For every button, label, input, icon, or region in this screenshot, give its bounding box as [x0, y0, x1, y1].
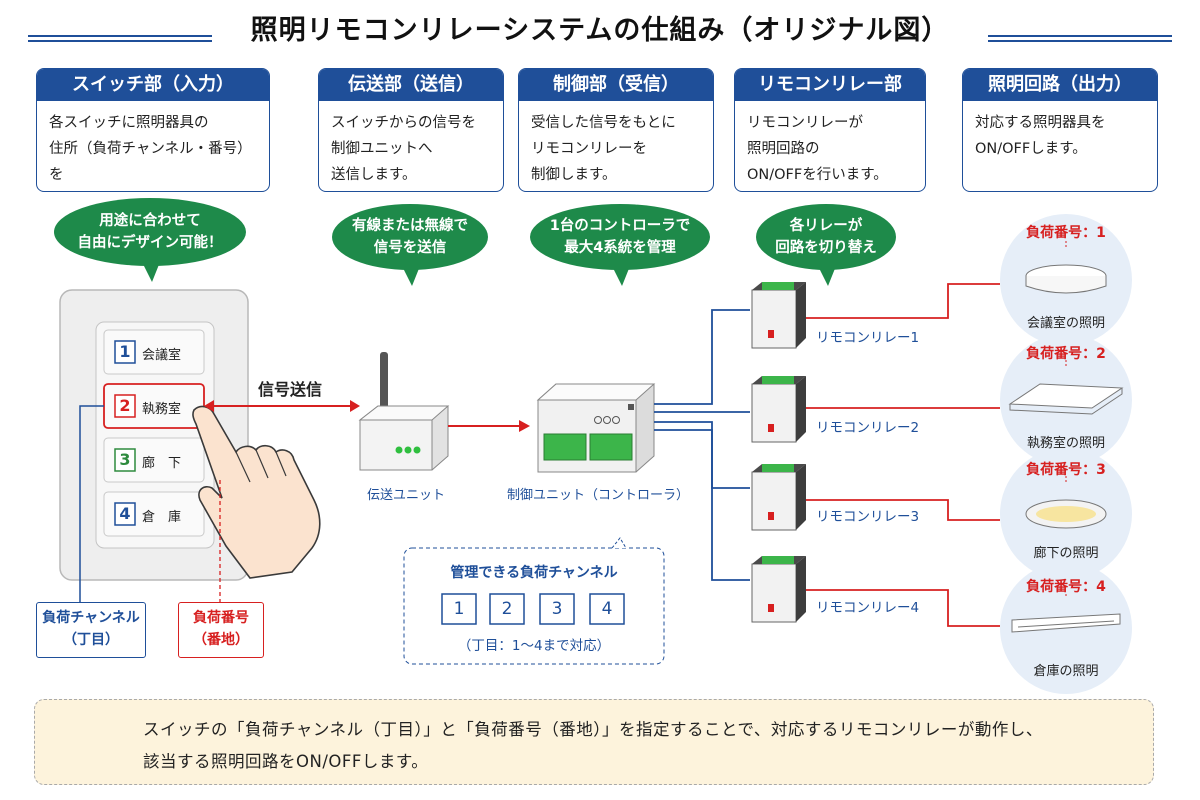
switch-3-number: 3 — [119, 450, 131, 469]
bubble-control-text: 1台のコントローラで 最大4系統を管理 — [549, 218, 691, 256]
load-4-number: 負荷番号：4 — [1026, 579, 1106, 595]
stage-control-header: 制御部（受信） — [519, 69, 713, 101]
switch-1-label[interactable]: 会議室 — [142, 348, 182, 363]
stage-relay-body: リモコンリレーが 照明回路の ON/OFFを行います。 — [747, 115, 888, 183]
stage-switch-body: 各スイッチに照明器具の 住所（負荷チャンネル・番号）を 設定します。 — [49, 115, 252, 183]
relay-wiring — [654, 309, 750, 581]
bubble-design-text: 用途に合わせて 自由にデザイン可能！ — [77, 213, 223, 251]
relay-1-label: リモコンリレー1 — [816, 330, 920, 346]
channel-item-3: 3 — [551, 599, 563, 619]
controller-unit — [536, 383, 656, 473]
channel-box-title: 管理できる負荷チャンネル — [450, 565, 618, 581]
load-3-number: 負荷番号：3 — [1026, 462, 1106, 478]
lamp-3-name: 廊下の照明 — [1033, 546, 1099, 561]
channel-box-frame — [403, 537, 665, 665]
channel-item-2: 2 — [501, 599, 513, 619]
lamp-3-icon — [1000, 448, 1132, 580]
stage-output-header: 照明回路（出力） — [963, 69, 1157, 101]
stage-relay: リモコンリレー部 リモコンリレーが 照明回路の ON/OFFを行います。 — [734, 68, 926, 192]
hand-icon — [192, 405, 321, 579]
lamp-4-name: 倉庫の照明 — [1033, 664, 1099, 679]
load-number-callout: 負荷番号 （番地） — [178, 602, 264, 658]
stage-transmit-body: スイッチからの信号を 制御ユニットへ 送信します。 — [331, 115, 476, 183]
bubble-relay-text: 各リレーが 回路を切り替え — [775, 218, 877, 256]
bubble-shape-1 — [54, 198, 246, 282]
stage-transmit: 伝送部（送信） スイッチからの信号を 制御ユニットへ 送信します。 — [318, 68, 504, 192]
stage-output-body: 対応する照明器具を ON/OFFします。 — [975, 115, 1106, 157]
controller-label: 制御ユニット（コントローラ） — [506, 488, 689, 503]
channel-box-note: （丁目：1〜4まで対応） — [457, 638, 611, 654]
bubble-transmit-text: 有線または無線で 信号を送信 — [352, 218, 468, 256]
load-2-number: 負荷番号：2 — [1026, 346, 1106, 362]
title-rules — [28, 35, 1172, 42]
relay-3 — [751, 464, 806, 531]
switch-2-label[interactable]: 執務室 — [142, 402, 182, 417]
transmit-arrow — [448, 420, 530, 432]
signal-arrow — [204, 400, 360, 412]
channel-item-1: 1 — [453, 599, 465, 619]
stage-control-body: 受信した信号をもとに リモコンリレーを 制御します。 — [531, 115, 676, 183]
switch-plate — [59, 289, 249, 581]
switch-3-label[interactable]: 廊 下 — [142, 456, 182, 471]
switch-2-number: 2 — [119, 396, 131, 415]
stage-switch: スイッチ部（入力） 各スイッチに照明器具の 住所（負荷チャンネル・番号）を 設定… — [36, 68, 270, 192]
stage-output: 照明回路（出力） 対応する照明器具を ON/OFFします。 — [962, 68, 1158, 192]
relay-1 — [751, 282, 806, 349]
lamp-1-name: 会議室の照明 — [1026, 316, 1105, 331]
switch-4-label[interactable]: 倉 庫 — [142, 510, 182, 525]
summary-note-text: スイッチの「負荷チャンネル（丁目）」と「負荷番号（番地）」を指定することで、対応… — [143, 720, 1043, 771]
bubble-shape-3 — [530, 204, 710, 286]
relay-4 — [751, 556, 806, 623]
relay-3-label: リモコンリレー3 — [816, 509, 920, 525]
summary-note: スイッチの「負荷チャンネル（丁目）」と「負荷番号（番地）」を指定することで、対応… — [34, 699, 1154, 785]
stage-control: 制御部（受信） 受信した信号をもとに リモコンリレーを 制御します。 — [518, 68, 714, 192]
channel-connector — [79, 405, 104, 602]
lamp-2-icon — [1000, 334, 1132, 466]
channel-item-4: 4 — [601, 599, 613, 619]
relay-2-label: リモコンリレー2 — [816, 420, 920, 436]
switch-4-number: 4 — [119, 504, 131, 523]
load-1-number: 負荷番号：1 — [1026, 225, 1106, 241]
lamp-2-name: 執務室の照明 — [1026, 436, 1105, 451]
transmitter-label: 伝送ユニット — [366, 488, 445, 503]
relay-4-label: リモコンリレー4 — [816, 600, 920, 616]
bubble-shape-2 — [332, 204, 488, 286]
relay-2 — [751, 376, 806, 443]
bubble-shape-4 — [756, 204, 896, 286]
stage-transmit-header: 伝送部（送信） — [319, 69, 503, 101]
stage-relay-header: リモコンリレー部 — [735, 69, 925, 101]
transmitter-unit — [358, 352, 450, 471]
switch-1-number: 1 — [119, 342, 131, 361]
load-channel-callout: 負荷チャンネル （丁目） — [36, 602, 146, 658]
stage-switch-header: スイッチ部（入力） — [37, 69, 269, 101]
lamp-4-icon — [1000, 562, 1132, 694]
lamp-wiring — [806, 283, 1000, 627]
page-title: 照明リモコンリレーシステムの仕組み（オリジナル図） — [250, 15, 950, 46]
signal-label: 信号送信 — [258, 380, 323, 399]
lamp-1-icon — [1000, 214, 1132, 346]
